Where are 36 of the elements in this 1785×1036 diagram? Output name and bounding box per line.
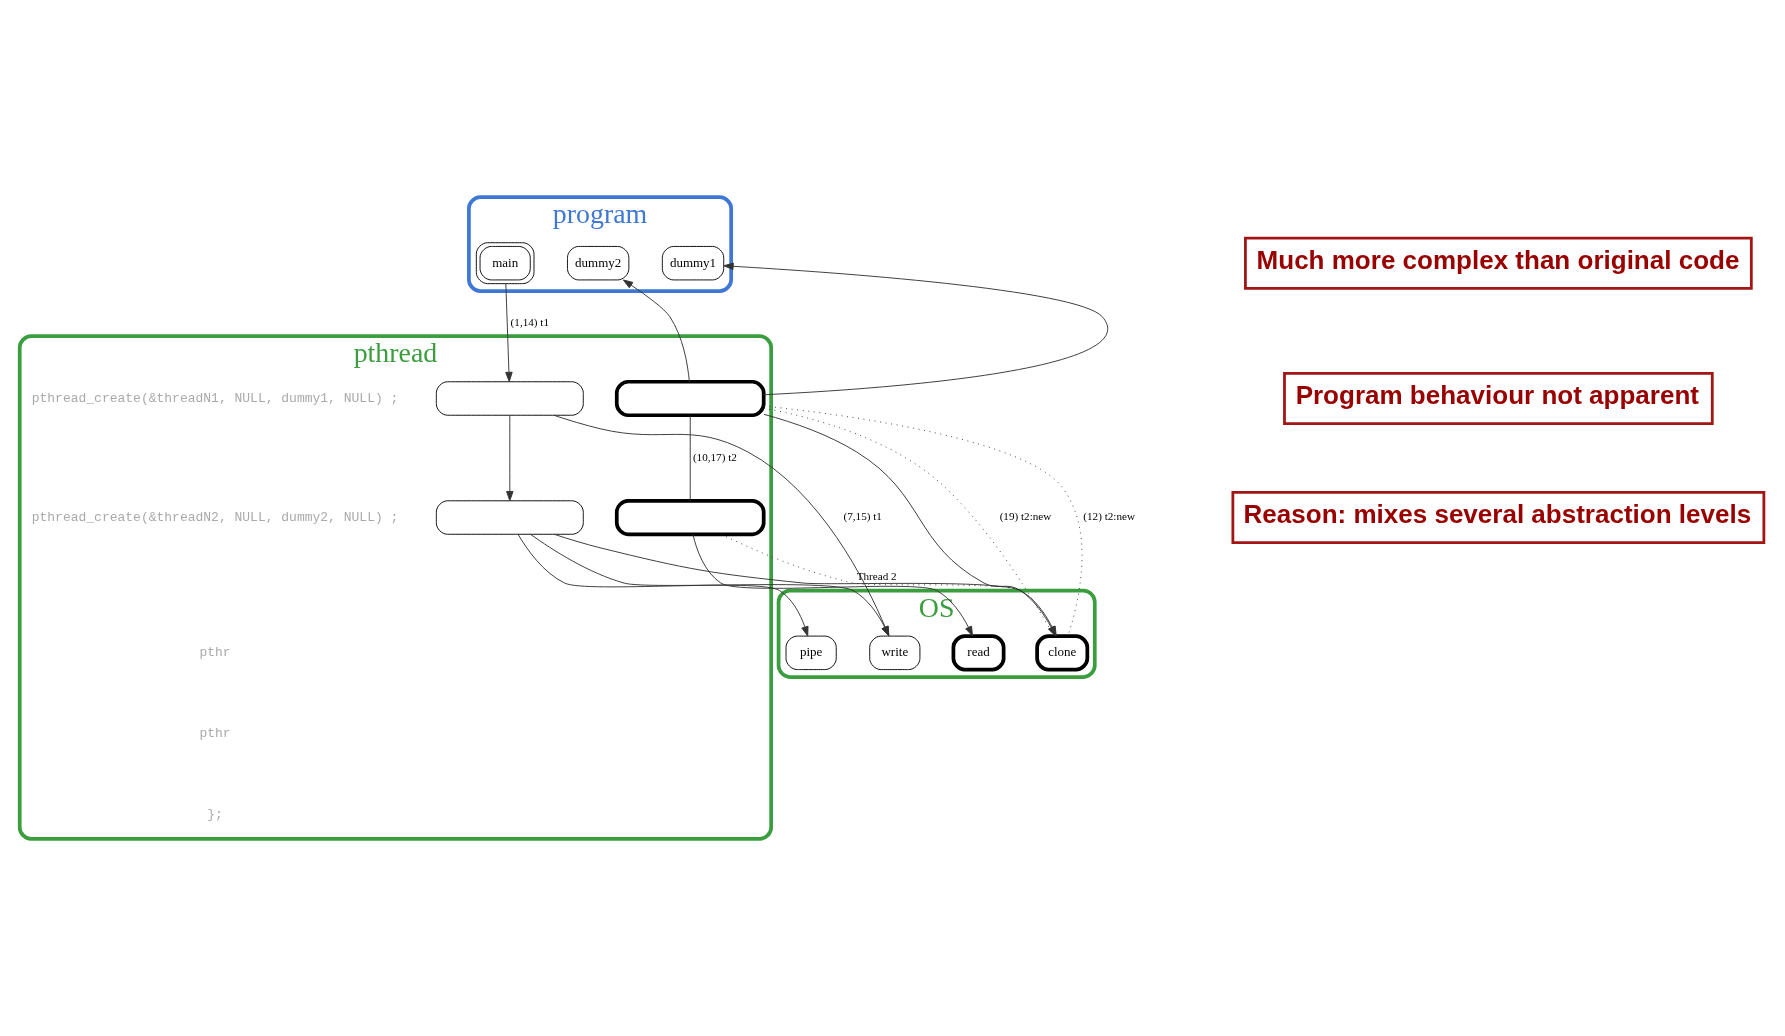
node-box: write <box>869 635 921 671</box>
label: pthr <box>199 726 231 742</box>
connector <box>689 415 691 502</box>
edge-label: (7,15) t1 <box>843 510 882 523</box>
node-box <box>435 500 584 535</box>
edge-label: (12) t2:new <box>1083 510 1136 523</box>
arrow <box>505 283 513 383</box>
edge-label: Thread 2 <box>856 569 897 582</box>
edge-label: (10,17) t2 <box>692 450 737 463</box>
arrow <box>553 414 890 637</box>
arrow <box>622 279 690 383</box>
label: pthread_create(&threadN1, NULL, dummy1, NULL) ; <box>31 390 399 406</box>
edge-label: (19) t2:new <box>999 510 1052 523</box>
arrow <box>517 533 809 637</box>
label: }; <box>207 807 223 823</box>
label: pthr <box>199 645 231 661</box>
arrow <box>530 534 890 637</box>
arrow <box>506 415 514 502</box>
label: pthread_create(&threadN2, NULL, dummy2, NULL) ; <box>31 509 399 525</box>
connector <box>720 533 1057 637</box>
node-box: clone <box>1035 634 1090 672</box>
node-box: read <box>951 634 1006 672</box>
node-box: pipe <box>785 635 837 671</box>
label: Program behaviour not apparent <box>1295 380 1699 411</box>
node-box <box>614 498 766 537</box>
arrow <box>692 533 973 637</box>
node-box: main <box>475 242 535 285</box>
label: Reason: mixes several abstraction levels <box>1243 499 1752 530</box>
node-box <box>614 379 766 418</box>
node-box: dummy1 <box>661 246 725 281</box>
node-box: dummy2 <box>567 246 630 281</box>
node-box <box>435 381 584 416</box>
label: Much more complex than original code <box>1256 245 1740 276</box>
arrow <box>553 533 1057 637</box>
arrow <box>723 262 1109 396</box>
edge-label: (1,14) t1 <box>510 315 549 328</box>
